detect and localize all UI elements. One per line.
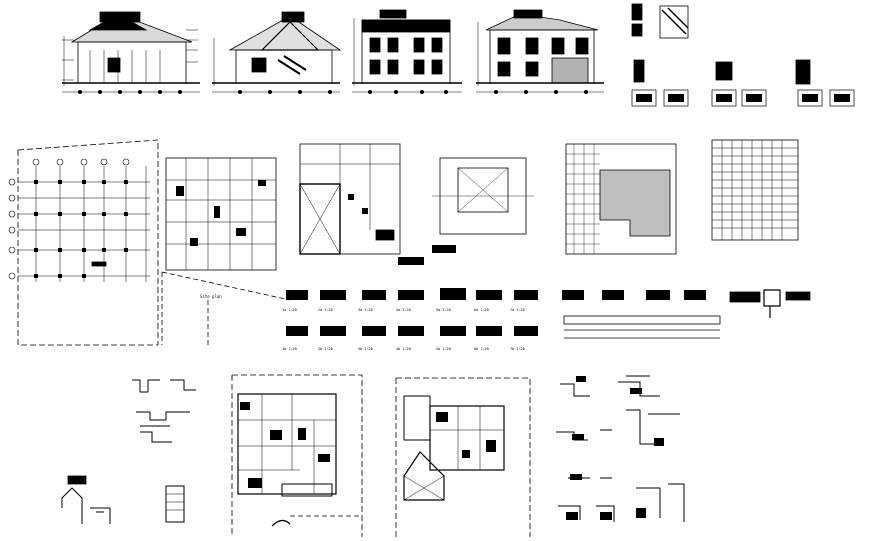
detail-caption: 7a 1:20 — [510, 308, 525, 312]
section-strip — [563, 289, 811, 339]
detail-caption: 6a 1:20 — [474, 308, 489, 312]
roof-tiling-plan-2 — [711, 139, 799, 241]
ground-floor-plan — [231, 374, 363, 537]
roof-tiling-plan-1 — [565, 143, 677, 255]
detail-caption: 2a 1:20 — [318, 308, 333, 312]
ground-floor-framing-plan: Site plan — [161, 157, 291, 345]
detail-caption: 3a 1:20 — [358, 308, 373, 312]
elevation-3 — [352, 9, 462, 94]
site-plan-label: Site plan — [200, 294, 222, 299]
elevation-4 — [476, 9, 604, 94]
detail-row-a: 1a 1:20 2a 1:20 3a 1:20 4a 1:20 5a 1:20 … — [282, 288, 706, 312]
detail-caption: 4b 1:20 — [396, 347, 411, 351]
detail-caption: 1b 1:20 — [282, 347, 297, 351]
structural-grid-plan — [8, 139, 159, 346]
first-floor-plan — [395, 377, 531, 537]
first-floor-framing-plan — [299, 143, 401, 255]
detail-caption: 7b 1:20 — [510, 347, 525, 351]
detail-caption: 1a 1:20 — [282, 308, 297, 312]
detail-caption: 2b 1:20 — [318, 347, 333, 351]
roof-framing-plan — [432, 157, 534, 235]
section-details-right — [556, 375, 685, 522]
roof-detail-cluster — [631, 3, 855, 107]
detail-caption: 5a 1:20 — [436, 308, 451, 312]
elevation-1 — [62, 11, 200, 94]
elevation-2 — [212, 11, 342, 94]
detail-row-b: 1b 1:20 2b 1:20 3b 1:20 4b 1:20 5b 1:20 … — [282, 326, 538, 351]
legend-marks — [398, 245, 456, 265]
detail-sketches-left — [61, 379, 196, 524]
detail-caption: 4a 1:20 — [396, 308, 411, 312]
detail-caption: 5b 1:20 — [436, 347, 451, 351]
detail-caption: 3b 1:20 — [358, 347, 373, 351]
detail-caption: 6b 1:20 — [474, 347, 489, 351]
